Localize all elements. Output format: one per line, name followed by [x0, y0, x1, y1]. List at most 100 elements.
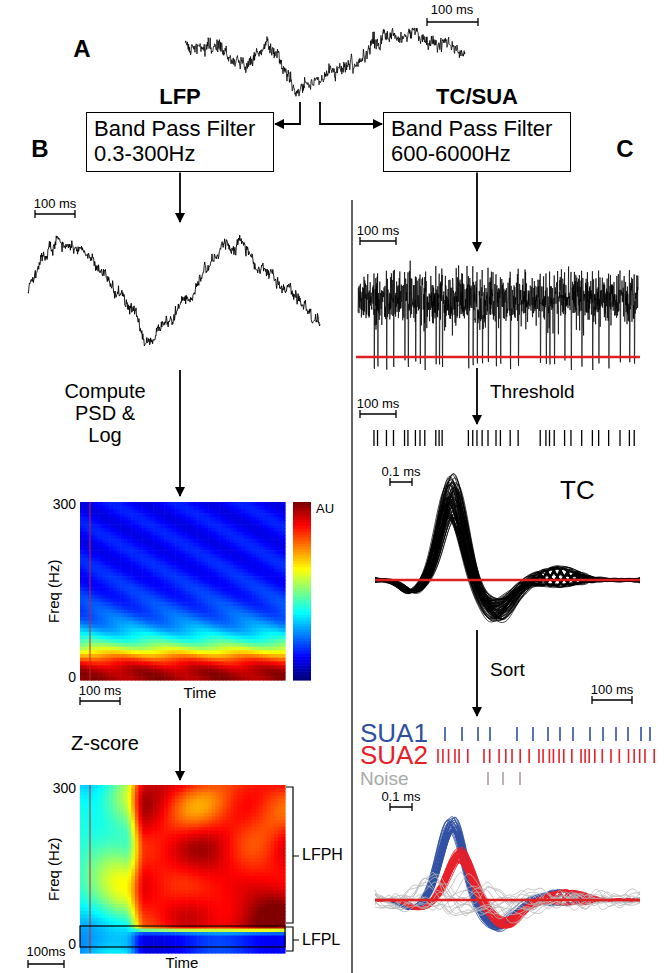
spectrogram-cell [215, 532, 219, 536]
spectrogram-cell [135, 517, 139, 521]
spectrogram-cell [120, 595, 124, 599]
spectrogram-cell [208, 661, 212, 665]
spectrogram-cell [131, 647, 135, 651]
spectrogram-cell [190, 521, 194, 525]
spectrogram-cell [168, 669, 172, 673]
spectrogram-cell [102, 636, 106, 640]
spectrogram-cell [142, 506, 146, 510]
spectrogram-cell [190, 506, 194, 510]
spectrogram-cell [208, 598, 212, 602]
spectrogram-cell [172, 661, 176, 665]
spectrogram-cell [161, 624, 165, 628]
spectrogram-cell [172, 621, 176, 625]
spectrogram-cell [113, 636, 117, 640]
spectrogram-cell [201, 569, 205, 573]
spectrogram-cell [128, 613, 132, 617]
spectrogram-cell [183, 532, 187, 536]
spectrogram-cell [87, 647, 91, 651]
spectrogram-cell [139, 643, 143, 647]
spectrogram-cell [95, 539, 99, 543]
spectrogram-cell [91, 535, 95, 539]
spectrogram-cell [175, 591, 179, 595]
spectrogram-cell [146, 532, 150, 536]
spectrogram-cell [98, 673, 102, 677]
spectrogram-cell [80, 610, 84, 614]
spectrogram-cell [175, 539, 179, 543]
spectrogram-cell [98, 676, 102, 680]
spectrogram-cell [135, 632, 139, 636]
spectrogram-cell [186, 647, 190, 651]
spectrogram-cell [146, 617, 150, 621]
spectrogram-cell [164, 647, 168, 651]
spectrogram-cell [128, 565, 132, 569]
spectrogram-cell [113, 565, 117, 569]
spectrogram-cell [193, 654, 197, 658]
spectrogram-cell [98, 521, 102, 525]
spectrogram-cell [117, 636, 121, 640]
spectrogram-cell [80, 632, 84, 636]
spectrogram-cell [157, 591, 161, 595]
spectrogram-cell [131, 587, 135, 591]
spectrogram-cell [128, 535, 132, 539]
spectrogram-cell [172, 632, 176, 636]
spectrogram-cell [139, 524, 143, 528]
spectrogram-cell [179, 521, 183, 525]
spectrogram-cell [179, 502, 183, 506]
spectrogram-cell [204, 509, 208, 513]
spectrogram-cell [117, 547, 121, 551]
spectrogram-cell [95, 628, 99, 632]
spectrogram-cell [146, 661, 150, 665]
spectrogram-cell [98, 643, 102, 647]
spectrogram-cell [204, 617, 208, 621]
spectrogram-cell [193, 558, 197, 562]
spectrogram-cell [190, 595, 194, 599]
spectrogram-cell [164, 595, 168, 599]
spectrogram-cell [124, 554, 128, 558]
spectrogram-cell [91, 558, 95, 562]
spectrogram-cell [87, 654, 91, 658]
spectrogram-cell [146, 547, 150, 551]
spectrogram-cell [161, 643, 165, 647]
spectrogram-cell [131, 673, 135, 677]
spectrogram-cell [128, 539, 132, 543]
spectrogram-cell [146, 550, 150, 554]
spectrogram-cell [204, 565, 208, 569]
spectrogram-cell [204, 580, 208, 584]
spectrogram-cell [95, 569, 99, 573]
spectrogram-cell [87, 580, 91, 584]
spectrogram-cell [113, 521, 117, 525]
spectrogram-cell [179, 595, 183, 599]
spectrogram-cell [95, 647, 99, 651]
spectrogram-cell [113, 554, 117, 558]
spectrogram-cell [128, 591, 132, 595]
spectrogram-cell [80, 569, 84, 573]
spectrogram-cell [135, 606, 139, 610]
spectrogram-cell [208, 624, 212, 628]
spectrogram-cell [212, 617, 216, 621]
spectrogram-cell [212, 565, 216, 569]
spectrogram-cell [172, 580, 176, 584]
spectrogram-cell [168, 595, 172, 599]
spectrogram-cell [212, 598, 216, 602]
spectrogram-cell [91, 636, 95, 640]
spectrogram-cell [117, 565, 121, 569]
spectrogram-cell [201, 558, 205, 562]
spectrogram-cell [193, 532, 197, 536]
spectrogram-cell [153, 558, 157, 562]
spectrogram-cell [98, 617, 102, 621]
spectrogram-cell [168, 584, 172, 588]
spectrogram-cell [197, 628, 201, 632]
spectrogram-cell [157, 576, 161, 580]
spectrogram-cell [153, 532, 157, 536]
spectrogram-cell [172, 658, 176, 662]
spectrogram-cell [183, 624, 187, 628]
spectrogram-cell [197, 658, 201, 662]
spectrogram-cell [164, 543, 168, 547]
spectrogram-cell [131, 576, 135, 580]
spectrogram-cell [193, 632, 197, 636]
spectrogram-cell [135, 591, 139, 595]
spectrogram-cell [208, 613, 212, 617]
spectrogram-cell [95, 658, 99, 662]
spectrogram-cell [150, 595, 154, 599]
spectrogram-cell [87, 669, 91, 673]
